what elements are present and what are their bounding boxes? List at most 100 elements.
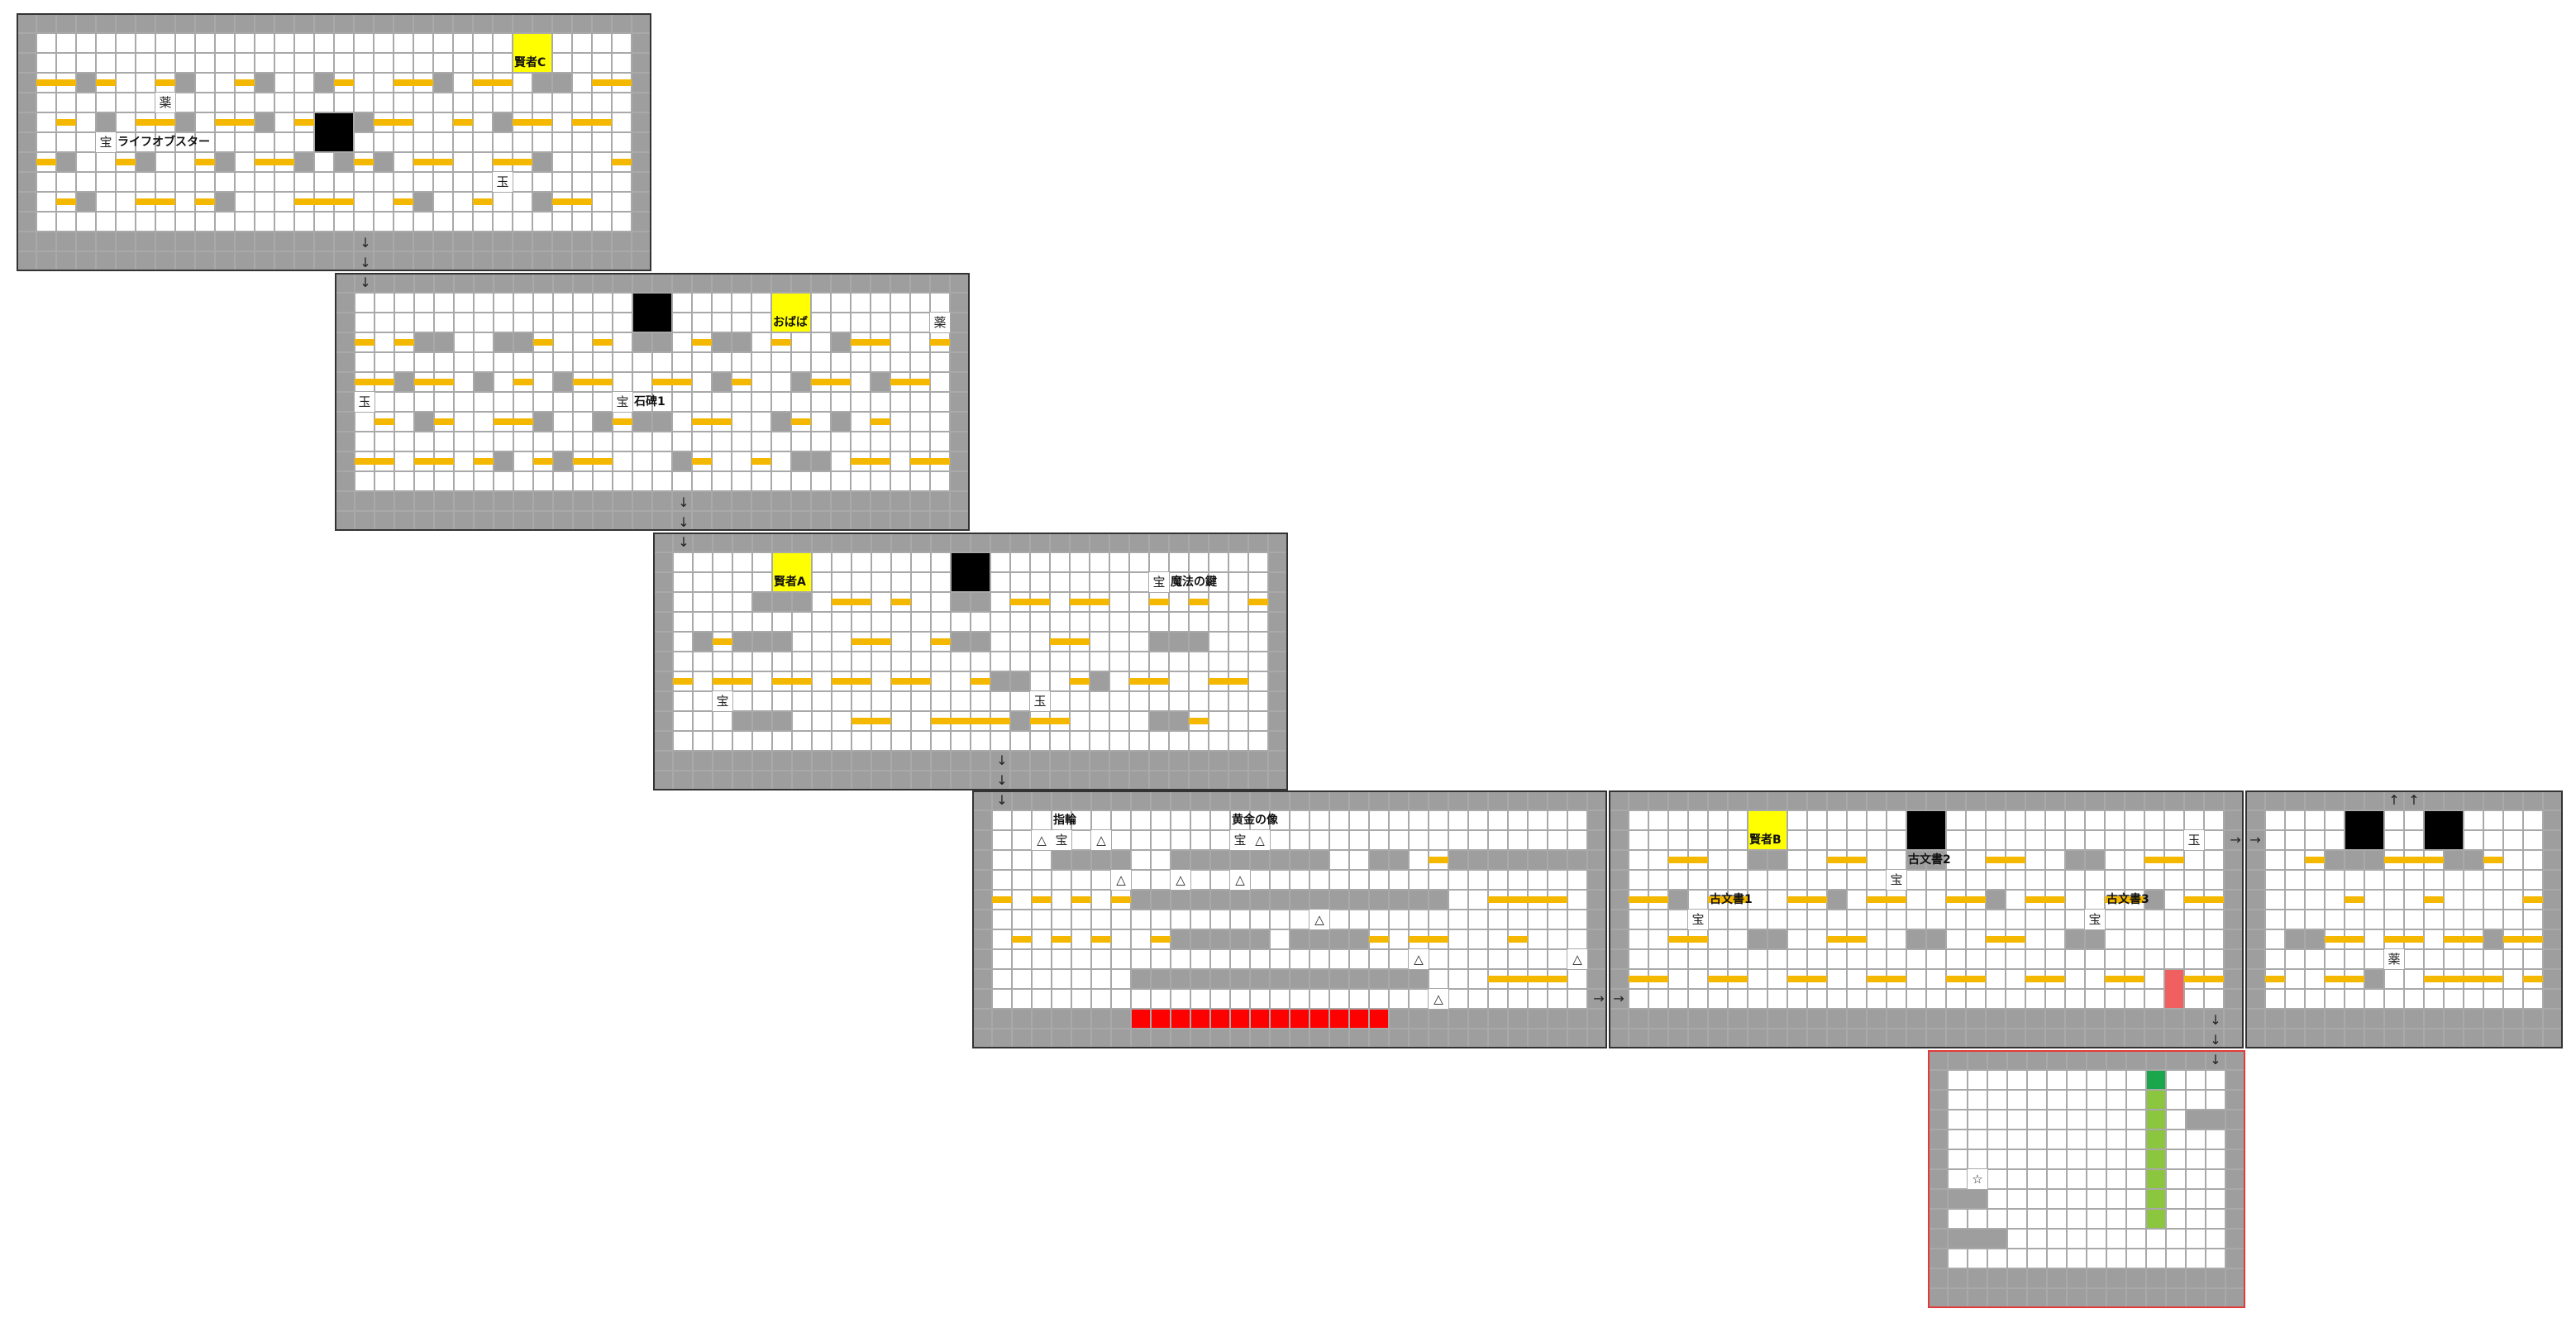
gold-ledge (1629, 896, 1668, 903)
wall-tile (652, 332, 672, 352)
wall-tile (235, 13, 255, 33)
wall-tile (732, 632, 752, 652)
gold-ledge (851, 339, 890, 346)
wall-tile (1171, 850, 1190, 870)
lava-tile (1171, 1009, 1190, 1029)
wall-tile (1948, 1189, 1987, 1209)
down-arrow: ↓ (2210, 1012, 2221, 1028)
floor-tile (992, 949, 1012, 969)
black-hole (2345, 810, 2384, 850)
treasure-symbol: 宝 (96, 132, 116, 152)
floor-tile (56, 53, 76, 73)
wall-tile (1250, 890, 1270, 910)
wall-tile (513, 13, 532, 33)
right-arrow: → (1613, 991, 1624, 1006)
triangle-symbol: △ (1171, 870, 1190, 890)
wall-tile (2065, 850, 2085, 870)
gold-ledge (613, 418, 632, 425)
life-of-star-label: ライフオブスター (117, 136, 210, 149)
gold-ledge (713, 678, 752, 685)
wall-tile (2464, 850, 2483, 870)
wall-tile (494, 451, 513, 471)
orb-symbol: 玉 (355, 392, 374, 412)
gold-ledge (931, 718, 1010, 724)
gold-ledge (36, 79, 76, 86)
wall-tile (1189, 632, 1209, 652)
gold-ledge (2523, 896, 2543, 903)
gold-ledge (2424, 896, 2444, 903)
gold-ledge (791, 418, 811, 425)
treasure-symbol: 宝 (2085, 910, 2105, 929)
gold-ledge (2144, 857, 2184, 863)
wall-tile (1290, 850, 1309, 870)
down-arrow: ↓ (360, 255, 371, 270)
wall-tile (552, 73, 572, 93)
gold-ledge (453, 119, 473, 126)
down-arrow: ↓ (360, 235, 371, 251)
floor-tile (136, 73, 155, 93)
floor-tile (96, 53, 116, 73)
gold-ledge (2025, 976, 2065, 982)
floor-tile (453, 93, 473, 112)
gold-ledge (832, 599, 871, 605)
wall-tile (1010, 671, 1030, 691)
down-arrow: ↓ (360, 275, 371, 290)
floor-tile (96, 93, 116, 112)
floor-tile (215, 73, 235, 93)
lava-tile (1290, 1009, 1309, 1029)
gold-ledge (2325, 976, 2364, 982)
wall-tile (990, 671, 1010, 691)
triangle-symbol: △ (1309, 910, 1329, 929)
wall-tile (2305, 929, 2325, 949)
floor-tile (354, 33, 374, 53)
gold-ledge (474, 458, 494, 465)
gold-ledge (692, 339, 712, 346)
wall-tile (1906, 929, 1926, 949)
wall-tile (1210, 969, 1230, 989)
floor-tile (56, 93, 76, 112)
wall-tile (752, 632, 772, 652)
gold-ledge (533, 458, 553, 465)
wall-tile (791, 451, 811, 471)
floor-tile (274, 53, 294, 73)
floor-tile (374, 93, 394, 112)
gold-ledge (1151, 936, 1171, 943)
wall-tile (1349, 890, 1369, 910)
gold-ledge (255, 159, 294, 165)
gold-ledge (2305, 857, 2325, 863)
wall-tile (374, 13, 394, 33)
gold-ledge (1827, 857, 1867, 863)
gold-ledge (1508, 936, 1528, 943)
floor-tile (235, 33, 255, 53)
wall-tile (274, 13, 294, 33)
floor-tile (992, 929, 1012, 949)
right-arrow: → (2230, 832, 2241, 848)
wall-tile (831, 332, 851, 352)
floor-tile (572, 93, 592, 112)
triangle-symbol: △ (1567, 949, 1587, 969)
wall-tile (413, 192, 433, 212)
gold-ledge (890, 379, 930, 385)
down-arrow: ↓ (996, 752, 1008, 768)
wall-tile (2285, 929, 2305, 949)
wall-tile (1329, 929, 1349, 949)
lava-tile (1230, 1009, 1250, 1029)
gold-ledge (1787, 896, 1827, 903)
wall-tile (2186, 1110, 2225, 1130)
gold-ledge (294, 198, 354, 205)
gold-ledge (2483, 857, 2503, 863)
floor-tile (493, 33, 513, 53)
gold-ledge (930, 339, 950, 346)
floor-tile (572, 53, 592, 73)
gold-ledge (136, 119, 175, 126)
wall-tile (334, 152, 354, 172)
floor-tile (56, 33, 76, 53)
treasure-symbol: 宝 (613, 392, 632, 412)
black-hole (632, 293, 672, 332)
treasure-symbol: 宝 (1230, 830, 1250, 850)
lava-tile (1329, 1009, 1349, 1029)
floor-tile (354, 53, 374, 73)
treasure-symbol: 宝 (1149, 572, 1169, 592)
floor-tile (195, 53, 215, 73)
floor-tile (453, 33, 473, 53)
